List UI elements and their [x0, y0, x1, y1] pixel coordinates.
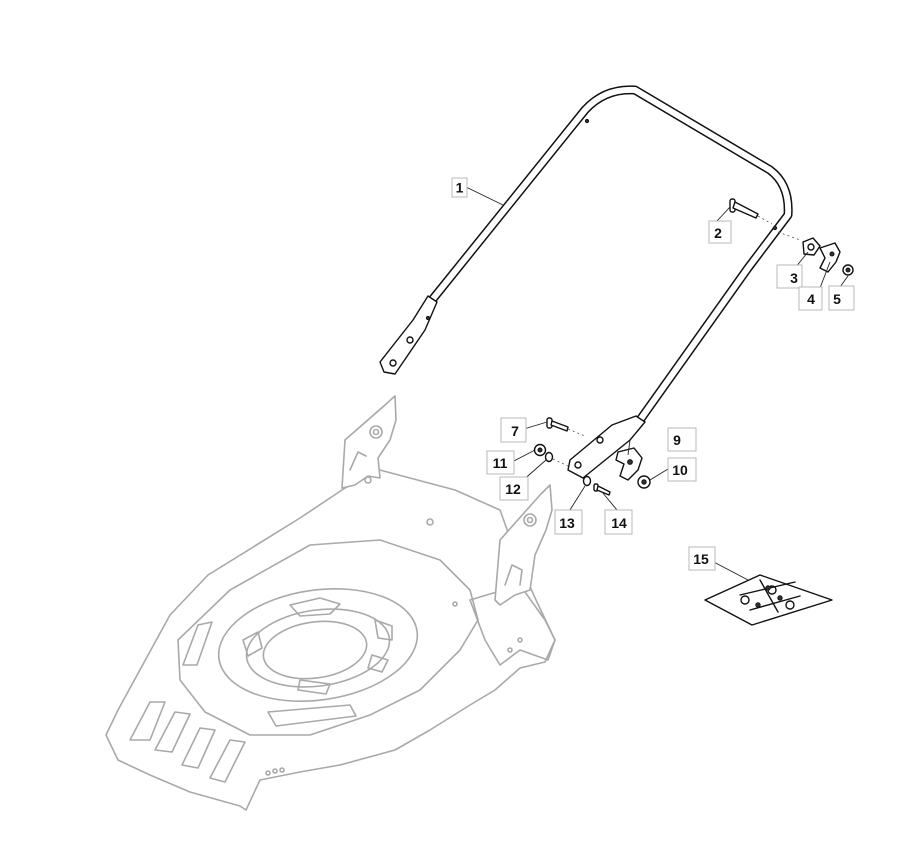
rear-slot — [267, 704, 357, 727]
deck-hole — [452, 601, 458, 607]
svg-text:5: 5 — [833, 291, 841, 307]
nut-5 — [842, 264, 854, 276]
mount-lug — [242, 631, 263, 657]
svg-text:3: 3 — [790, 270, 798, 286]
screw-14 — [593, 483, 611, 496]
wing-knob-9 — [615, 447, 643, 481]
svg-text:4: 4 — [807, 291, 815, 307]
handle-tube — [379, 85, 793, 479]
callout-1: 1 — [451, 177, 468, 198]
svg-text:7: 7 — [511, 423, 519, 439]
front-vent — [129, 701, 166, 741]
rear-flap — [469, 584, 556, 666]
svg-text:2: 2 — [714, 225, 722, 241]
deck-hole — [265, 770, 271, 776]
mount-lug — [374, 619, 393, 641]
callout-15: 15 — [688, 546, 716, 571]
washer-12 — [544, 451, 569, 467]
callout-4: 4 — [798, 286, 823, 311]
deck-top-panel — [177, 539, 479, 736]
deck-hole — [517, 637, 523, 643]
mount-lug — [297, 679, 331, 695]
svg-text:11: 11 — [493, 455, 508, 471]
callout-13: 13 — [554, 509, 583, 535]
callout-7: 7 — [500, 417, 527, 443]
washer-3 — [777, 231, 821, 256]
washer-13 — [582, 475, 592, 487]
deck-body — [105, 469, 556, 811]
front-vent — [181, 727, 216, 769]
callout-12: 12 — [499, 476, 529, 501]
callout-11: 11 — [486, 450, 515, 475]
blade-housing-outer — [217, 587, 419, 703]
nut-11 — [533, 443, 547, 457]
hardware-kit-15 — [704, 574, 833, 626]
svg-text:1: 1 — [456, 180, 464, 196]
svg-text:14: 14 — [611, 515, 627, 531]
leader-lines — [465, 186, 849, 581]
blade-housing-inner — [245, 608, 391, 688]
wing-knob-4 — [819, 242, 841, 273]
callout-10: 10 — [667, 457, 697, 482]
callout-5: 5 — [828, 285, 855, 311]
right-handle-bracket — [494, 484, 553, 606]
svg-text:12: 12 — [505, 481, 521, 497]
side-slot — [182, 621, 213, 666]
svg-text:13: 13 — [559, 515, 575, 531]
svg-text:15: 15 — [693, 551, 709, 567]
deck-hole — [272, 768, 278, 774]
carriage-bolt-2 — [729, 198, 773, 225]
callout-14: 14 — [604, 509, 633, 535]
svg-text:9: 9 — [673, 432, 681, 448]
mount-lug — [367, 654, 389, 673]
front-vent — [209, 739, 246, 783]
mount-lug — [289, 597, 341, 617]
callout-9: 9 — [667, 427, 697, 452]
callout-2: 2 — [708, 220, 732, 244]
callout-3: 3 — [776, 264, 803, 289]
deck-hole — [507, 647, 513, 653]
left-handle-bracket — [341, 395, 397, 489]
svg-text:10: 10 — [672, 462, 688, 478]
deck-hole — [426, 518, 434, 526]
deck-hole — [364, 476, 372, 484]
nut-10 — [637, 475, 651, 489]
front-vent — [154, 711, 191, 753]
mower-deck — [105, 469, 556, 811]
bolt-7 — [546, 417, 586, 437]
blade-housing-hub — [262, 620, 368, 680]
deck-hole — [279, 767, 285, 773]
